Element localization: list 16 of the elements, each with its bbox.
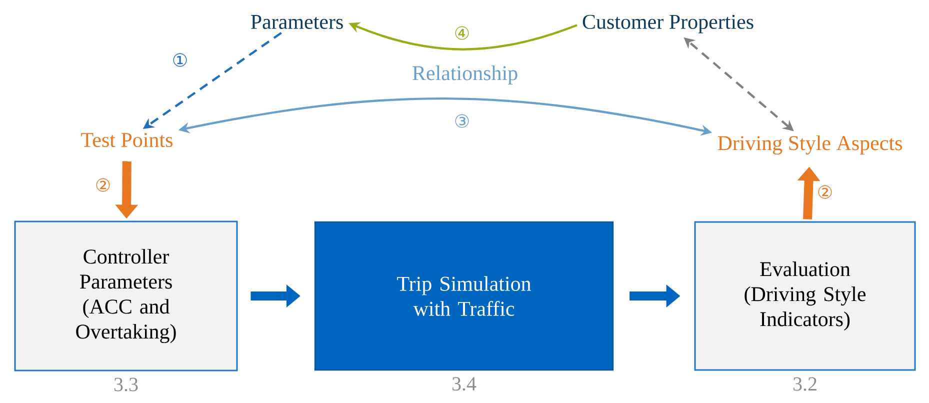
section-number: 3.4 xyxy=(452,377,476,391)
process-box: Evaluation (Driving Style Indicators) xyxy=(694,221,916,371)
edge-label: ② xyxy=(96,178,110,192)
edge-label: Relationship xyxy=(412,65,518,85)
process-box: Trip Simulation with Traffic xyxy=(314,221,614,371)
edge-label: ① xyxy=(173,53,187,67)
process-box: Controller Parameters (ACC and Overtaking) xyxy=(14,220,238,372)
label-text: Parameters xyxy=(250,15,343,29)
label-text: Test Points xyxy=(81,132,172,148)
edge-label: ② xyxy=(818,185,832,199)
label-text: Customer Properties xyxy=(582,14,754,34)
step-number: ③ xyxy=(455,114,469,128)
edge-label: ④ xyxy=(455,26,469,40)
label-text: Driving Style Aspects xyxy=(718,135,902,155)
section-number: 3.2 xyxy=(793,377,816,391)
section-number: 3.3 xyxy=(114,378,138,392)
